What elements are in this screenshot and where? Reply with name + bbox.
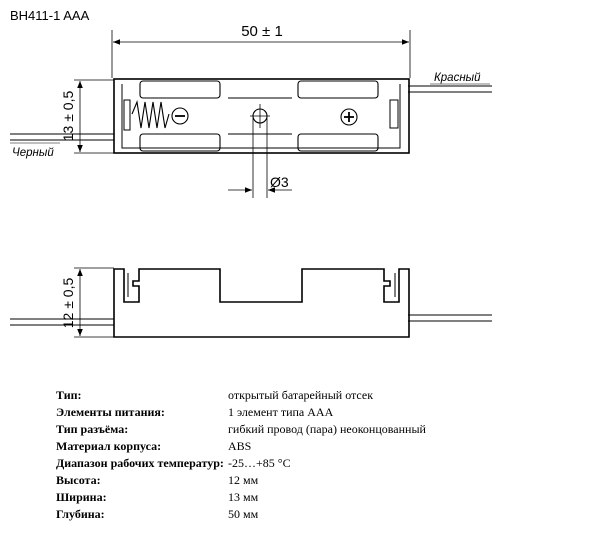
side-view [10, 267, 492, 338]
spec-row: Тип: открытый батарейный отсек [56, 387, 426, 404]
spec-label: Элементы питания: [56, 405, 165, 419]
minus-terminal-icon [171, 107, 189, 125]
spec-value: 1 элемент типа ААА [228, 405, 334, 419]
holder-inner-cavity [121, 84, 401, 149]
hole-label: Ø3 [270, 174, 289, 190]
spec-row: Высота: 12 мм [56, 472, 426, 489]
side-profile [113, 268, 410, 338]
clip-bottom-right [297, 133, 379, 152]
spec-label: Ширина: [56, 490, 107, 504]
plus-terminal-icon [340, 108, 358, 126]
spec-row: Глубина: 50 мм [56, 506, 426, 523]
clip-bottom-left [139, 133, 221, 152]
length-label: 50 ± 1 [241, 23, 283, 40]
spec-row: Элементы питания: 1 элемент типа ААА [56, 404, 426, 421]
spec-value: открытый батарейный отсек [228, 388, 374, 402]
model-title: BH411-1 AAA [10, 8, 90, 23]
spec-value: 13 мм [228, 490, 259, 504]
spec-label: Диапазон рабочих температур: [56, 456, 224, 470]
spec-value: 50 мм [228, 507, 259, 521]
spec-value: -25…+85 °С [228, 456, 291, 470]
spec-row: Тип разъёма: гибкий провод (пара) неоконц… [56, 421, 426, 438]
spec-label: Тип разъёма: [56, 422, 129, 436]
height-side-label: 12 ± 0,5 [60, 278, 76, 329]
spec-label: Глубина: [56, 507, 105, 521]
spec-value: ABS [228, 439, 252, 453]
top-view [10, 30, 492, 198]
spring-icon [131, 99, 170, 129]
spec-value: 12 мм [228, 473, 259, 487]
spec-row: Материал корпуса: ABS [56, 438, 426, 455]
spec-value: гибкий провод (пара) неоконцованный [228, 422, 426, 436]
left-end-plate [123, 99, 131, 131]
holder-body-outer [113, 78, 410, 154]
spec-label: Тип: [56, 388, 82, 402]
height-top-label: 13 ± 0,5 [60, 91, 76, 142]
red-wire-label: Красный [434, 72, 481, 84]
clip-top-left [139, 80, 221, 99]
spec-label: Высота: [56, 473, 101, 487]
black-wire-label: Черный [12, 147, 54, 159]
clip-top-right [297, 80, 379, 99]
spec-row: Диапазон рабочих температур: -25…+85 °С [56, 455, 426, 472]
spec-label: Материал корпуса: [56, 439, 162, 453]
right-end-contact [389, 99, 399, 129]
spec-row: Ширина: 13 мм [56, 489, 426, 506]
